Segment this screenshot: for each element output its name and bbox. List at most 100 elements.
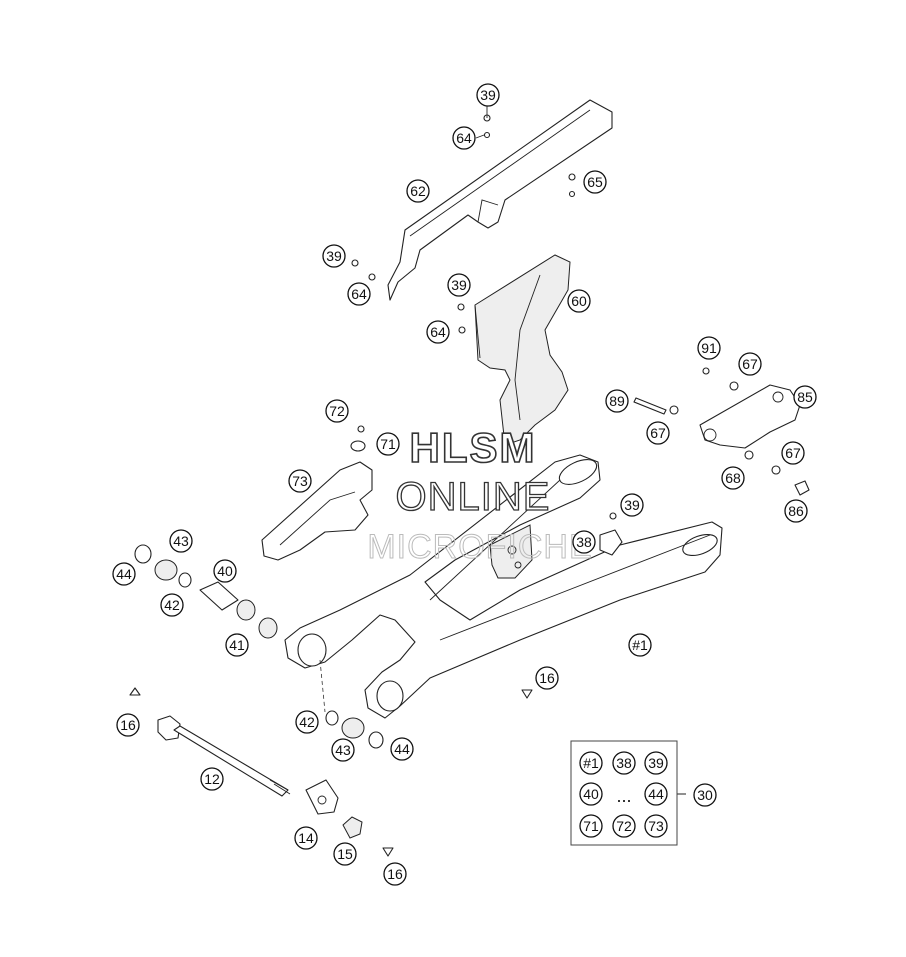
callout[interactable]: #1 [628, 633, 652, 657]
svg-text:43: 43 [173, 533, 189, 549]
svg-text:64: 64 [351, 286, 367, 302]
svg-text:39: 39 [480, 87, 496, 103]
svg-text:62: 62 [410, 183, 426, 199]
callout[interactable]: 64 [347, 282, 371, 306]
callout[interactable]: 72 [325, 399, 349, 423]
callout[interactable]: 68 [721, 466, 745, 490]
callout[interactable]: 40 [213, 559, 237, 583]
svg-text:91: 91 [701, 340, 717, 356]
callout[interactable]: 39 [620, 493, 644, 517]
svg-text:30: 30 [697, 787, 713, 803]
kit-callout[interactable]: #1 [579, 751, 603, 775]
kit-callout[interactable]: 72 [612, 814, 636, 838]
svg-text:38: 38 [616, 755, 632, 771]
callout[interactable]: 30 [693, 783, 717, 807]
svg-text:42: 42 [164, 597, 180, 613]
callout[interactable]: 16 [383, 862, 407, 886]
svg-text:40: 40 [217, 563, 233, 579]
svg-text:41: 41 [229, 637, 245, 653]
bearing-set-right [319, 659, 384, 749]
watermark: HLSM ONLINE MICROFICHE [367, 423, 592, 566]
chain-guide-arm-part [261, 461, 373, 561]
svg-text:40: 40 [583, 786, 599, 802]
callout[interactable]: 38 [572, 530, 596, 554]
svg-text:39: 39 [326, 248, 342, 264]
svg-text:44: 44 [648, 786, 664, 802]
svg-text:64: 64 [456, 130, 472, 146]
callout[interactable]: 62 [406, 179, 430, 203]
plate-and-nut-part [305, 779, 363, 839]
callout[interactable]: 43 [331, 738, 355, 762]
callout[interactable]: 42 [295, 710, 319, 734]
callout[interactable]: 73 [288, 469, 312, 493]
callout[interactable]: 14 [294, 826, 318, 850]
kit-callout[interactable]: 73 [644, 814, 668, 838]
callout[interactable]: 39 [447, 273, 471, 297]
callout[interactable]: 41 [225, 633, 249, 657]
svg-text:43: 43 [335, 742, 351, 758]
callout[interactable]: 44 [112, 562, 136, 586]
svg-text:67: 67 [742, 356, 758, 372]
callout[interactable]: 67 [738, 352, 762, 376]
kit-callout[interactable]: 44 [644, 782, 668, 806]
kit-callout[interactable]: 38 [612, 751, 636, 775]
svg-text:71: 71 [583, 818, 599, 834]
svg-text:15: 15 [337, 846, 353, 862]
kit-range-ellipsis: ... [616, 786, 631, 806]
callout[interactable]: 85 [793, 385, 817, 409]
callout[interactable]: 64 [426, 320, 450, 344]
callout[interactable]: 64 [452, 126, 476, 150]
svg-text:#1: #1 [583, 755, 599, 771]
svg-text:67: 67 [650, 425, 666, 441]
callout[interactable]: 60 [567, 289, 591, 313]
svg-text:44: 44 [116, 566, 132, 582]
chain-slider-part [474, 254, 571, 446]
bearing-set-left [134, 544, 278, 639]
callout[interactable]: 42 [160, 593, 184, 617]
svg-text:89: 89 [609, 393, 625, 409]
svg-text:39: 39 [451, 277, 467, 293]
callout[interactable]: 86 [784, 499, 808, 523]
callout[interactable]: 65 [583, 170, 607, 194]
chain-guide-bracket-part [699, 384, 801, 449]
callout[interactable]: 71 [376, 432, 400, 456]
svg-text:86: 86 [788, 503, 804, 519]
watermark-line-3: MICROFICHE [367, 528, 592, 566]
watermark-line-2: ONLINE [396, 475, 551, 519]
svg-text:72: 72 [616, 818, 632, 834]
kit-callout[interactable]: 39 [644, 751, 668, 775]
svg-text:85: 85 [797, 389, 813, 405]
callout[interactable]: 91 [697, 336, 721, 360]
callout[interactable]: 89 [605, 389, 629, 413]
callout[interactable]: 16 [116, 713, 140, 737]
callout[interactable]: 12 [200, 767, 224, 791]
svg-text:68: 68 [725, 470, 741, 486]
svg-text:44: 44 [394, 741, 410, 757]
svg-text:67: 67 [785, 445, 801, 461]
svg-text:16: 16 [120, 717, 136, 733]
svg-text:#1: #1 [632, 637, 648, 653]
mount-bracket-part [489, 524, 623, 579]
callout[interactable]: 16 [535, 666, 559, 690]
callout[interactable]: 44 [390, 737, 414, 761]
callout[interactable]: 43 [169, 529, 193, 553]
callout[interactable]: 39 [476, 83, 500, 107]
callout[interactable]: 67 [781, 441, 805, 465]
svg-text:42: 42 [299, 714, 315, 730]
small-fasteners [129, 114, 810, 857]
callout[interactable]: 15 [333, 842, 357, 866]
pivot-bolt-part [157, 715, 291, 797]
svg-text:38: 38 [576, 534, 592, 550]
svg-text:12: 12 [204, 771, 220, 787]
callout[interactable]: 39 [322, 244, 346, 268]
svg-text:16: 16 [539, 670, 555, 686]
callout[interactable]: 67 [646, 421, 670, 445]
kit-callout[interactable]: 71 [579, 814, 603, 838]
svg-text:65: 65 [587, 174, 603, 190]
kit-callout[interactable]: 40 [579, 782, 603, 806]
svg-text:39: 39 [648, 755, 664, 771]
svg-text:60: 60 [571, 293, 587, 309]
kit-box: #1 38 39 40 ... 44 71 72 73 [570, 740, 678, 846]
chain-guard-part [387, 99, 613, 301]
